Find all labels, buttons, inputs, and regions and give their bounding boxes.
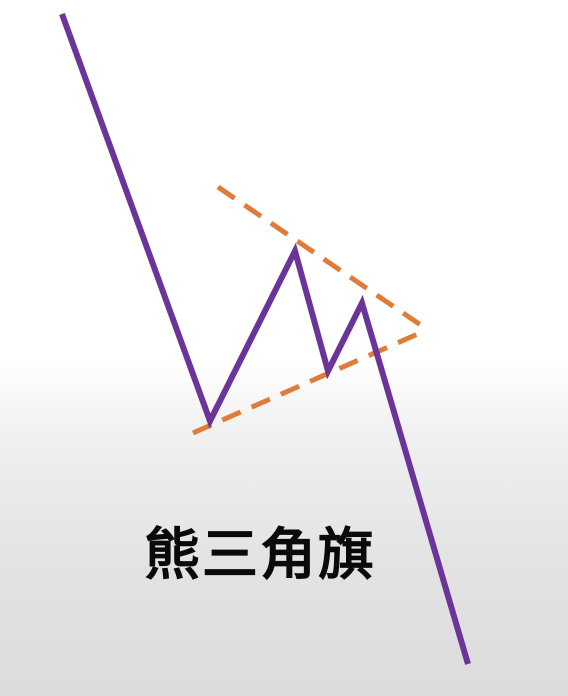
lower-trendline (191, 330, 422, 436)
price-line (59, 12, 471, 665)
pattern-title: 熊三角旗 (144, 523, 376, 588)
upper-trendline (216, 184, 430, 333)
